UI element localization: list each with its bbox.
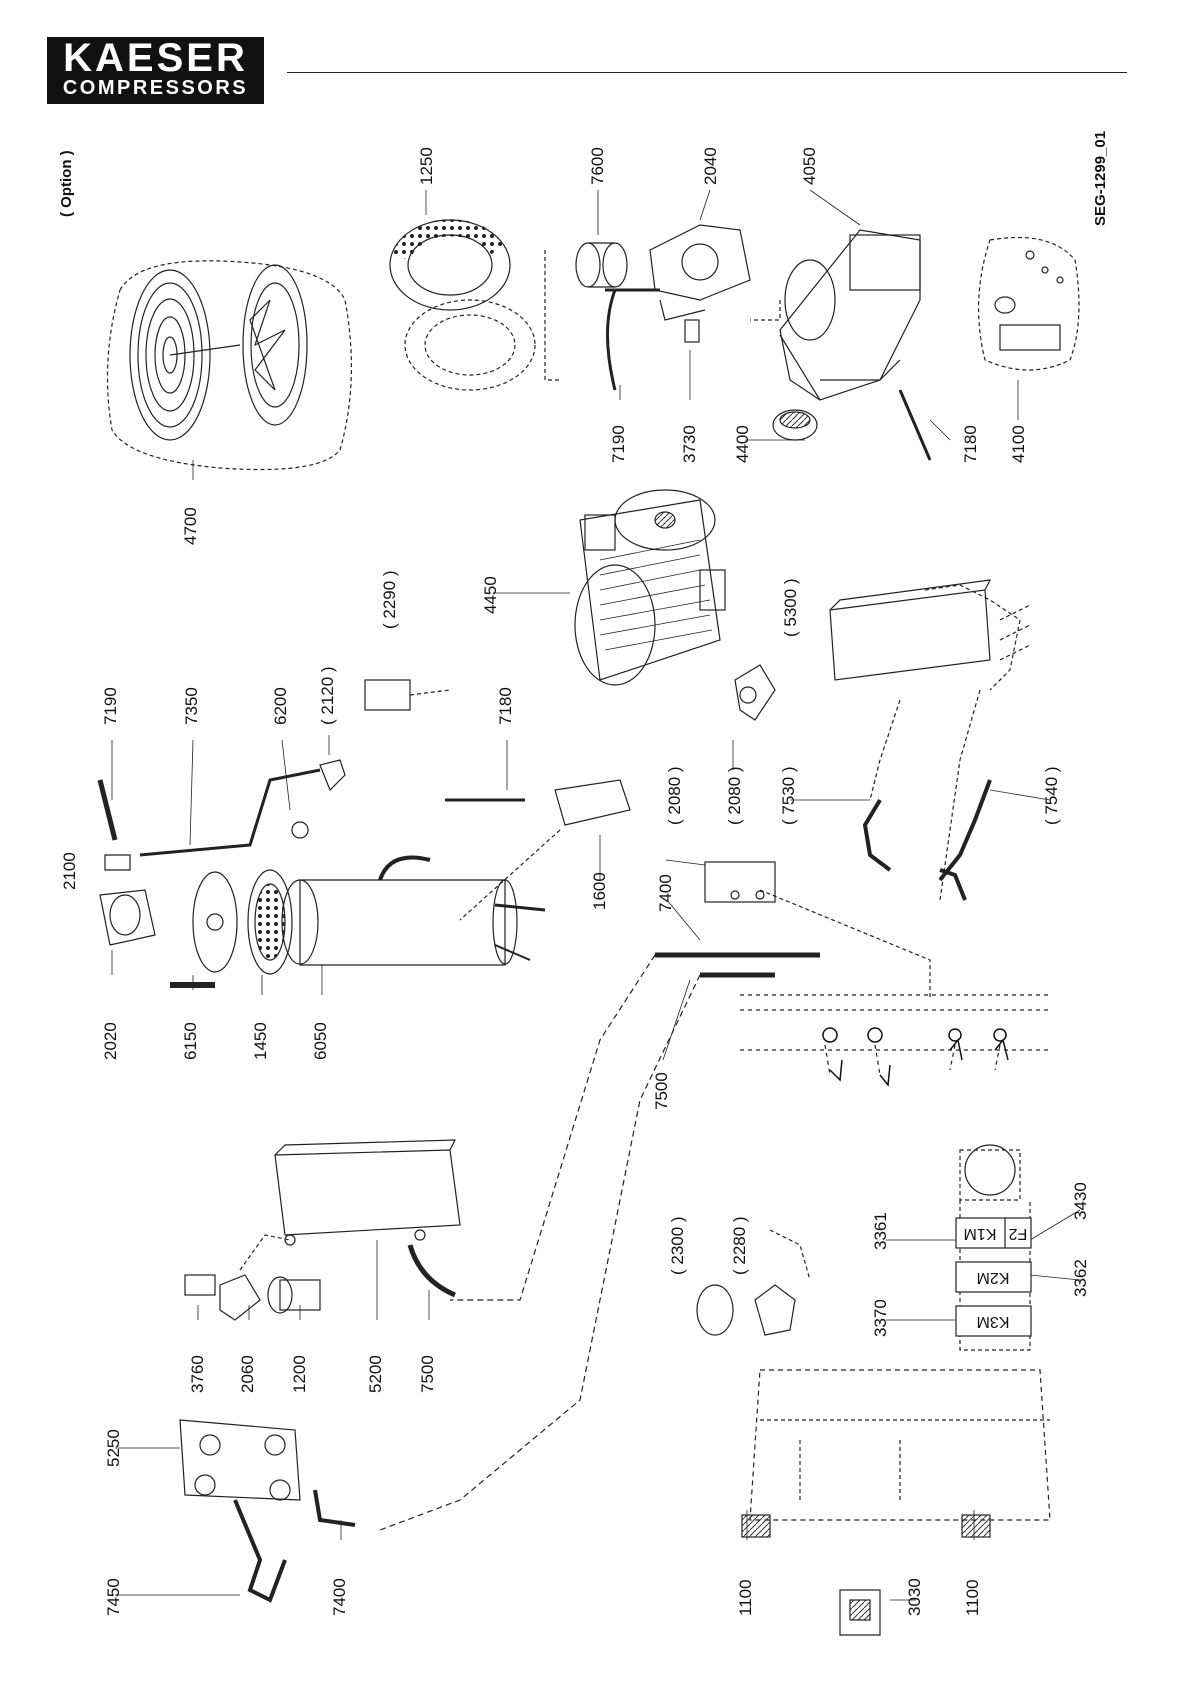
coupling (772, 409, 818, 441)
logo-line1: KAESER (63, 36, 248, 80)
leader-lines (111, 189, 1081, 1601)
airend (750, 229, 932, 461)
connection-grid (740, 994, 1050, 1076)
piping-upper-left (97, 679, 631, 921)
fan-assembly (106, 260, 352, 471)
hoses-middle (379, 952, 820, 1531)
intake-valve (544, 224, 751, 391)
separator-tank (99, 854, 546, 988)
service-kit (977, 236, 1080, 371)
pressure-switches (696, 1229, 811, 1336)
contactor-k3m-label: K3M (977, 1313, 1010, 1330)
logo-line2: COMPRESSORS (62, 77, 249, 99)
kaeser-logo: KAESER COMPRESSORS (47, 37, 264, 104)
oil-cooler (274, 1139, 461, 1298)
contactor-block (955, 1217, 1032, 1337)
contactor-k2m-label: K2M (977, 1269, 1010, 1286)
thermostat-valve (184, 1234, 321, 1321)
header-rule (287, 72, 1127, 73)
flow-arrows (822, 1027, 1009, 1087)
control-boxes (704, 861, 931, 1000)
motor (574, 489, 726, 686)
aftercooler (734, 579, 1031, 901)
plate-heat-exchanger (179, 1419, 356, 1603)
contactor-k1m-label: K1M (964, 1225, 997, 1242)
air-filter (389, 219, 536, 391)
contactor-f2-label: F2 (1009, 1225, 1028, 1242)
